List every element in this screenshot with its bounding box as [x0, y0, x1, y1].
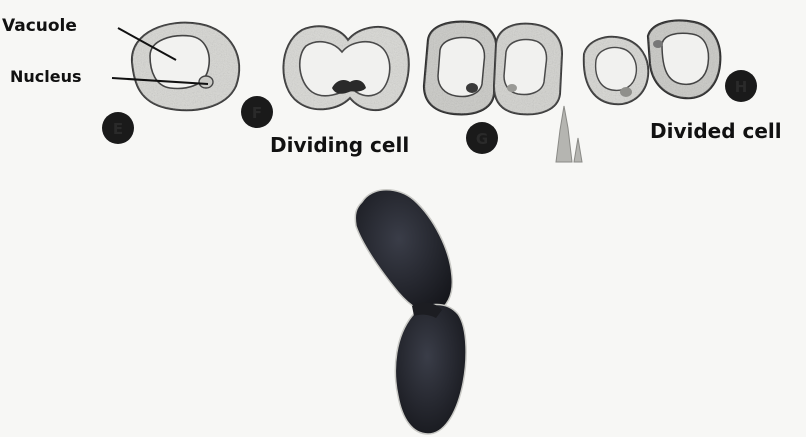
budding-cell-upper [355, 190, 452, 313]
nucleus-label: Nucleus [10, 67, 82, 86]
budding-cell [355, 190, 466, 434]
badge-f-letter: F [252, 104, 262, 122]
badge-h: H [725, 70, 757, 102]
badge-h-letter: H [735, 78, 748, 96]
badge-f: F [241, 96, 273, 128]
divided-cell-label: Divided cell [650, 119, 782, 143]
badge-e-letter: E [113, 120, 123, 138]
cell-h-small-nucleus [620, 87, 632, 97]
badge-e: E [102, 112, 134, 144]
cell-g-left-nucleus [466, 83, 478, 93]
budding-cell-lower [395, 304, 466, 434]
vacuole-label: Vacuole [2, 16, 77, 36]
cell-e-nucleus [199, 76, 213, 88]
cell-g-right-nucleus [507, 84, 517, 92]
cell-h-small-vacuole [596, 48, 637, 91]
badge-g-letter: G [476, 130, 488, 148]
cell-g [424, 22, 562, 115]
sketch-mark [556, 106, 582, 162]
dividing-cell-label: Dividing cell [270, 133, 409, 157]
cell-h-large-vacuole [662, 33, 708, 84]
cell-e [132, 23, 239, 111]
cell-f [283, 26, 408, 110]
cell-h [584, 21, 720, 105]
cell-h-large-nucleus [653, 40, 663, 48]
badge-g: G [466, 122, 498, 154]
